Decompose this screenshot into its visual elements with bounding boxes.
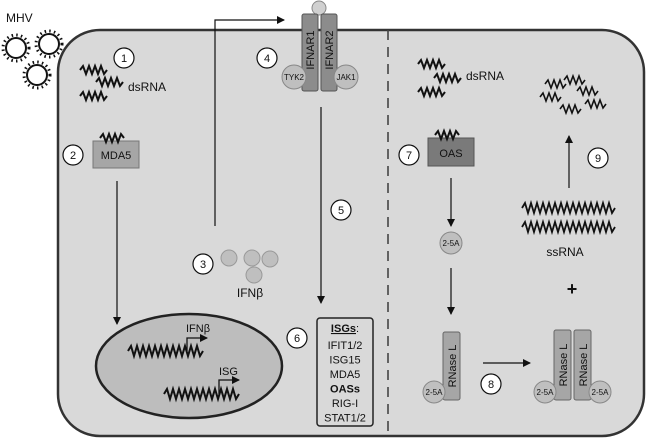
oas-box xyxy=(427,137,475,167)
virus-label: MHV xyxy=(6,11,33,25)
step-marker-2: 2 xyxy=(62,144,84,166)
isg-item: OASs xyxy=(330,384,360,396)
virus-particle xyxy=(22,60,52,90)
jak1-kinase xyxy=(333,64,359,90)
svg-text:1: 1 xyxy=(121,53,127,65)
ifnar1-chain xyxy=(301,13,319,92)
virus-particle xyxy=(1,33,31,63)
ifnar2-chain xyxy=(320,13,338,92)
svg-text:9: 9 xyxy=(595,153,601,165)
oas-bound-rna xyxy=(434,128,460,142)
mda5-bound-rna xyxy=(99,131,125,145)
mda5-box xyxy=(92,140,140,169)
virus-particle xyxy=(34,29,64,59)
gene-ifnb: IFNβ xyxy=(127,323,210,360)
jak1-label: JAK1 xyxy=(336,73,356,82)
svg-text:8: 8 xyxy=(488,379,494,391)
ifnb-molecules xyxy=(220,249,279,284)
ssrna xyxy=(521,199,616,236)
rnasel-dimer-25a-1: 2-5A xyxy=(537,388,555,397)
ifnb-label: IFNβ xyxy=(237,286,263,300)
dsrna-label-left: dsRNA xyxy=(128,80,166,94)
mediator-25a xyxy=(439,231,463,255)
step-marker-1: 1 xyxy=(113,47,135,69)
dsrna-left xyxy=(79,63,124,103)
gene-isg: ISG xyxy=(163,366,240,403)
rnasel-monomer-label: RNase L xyxy=(447,345,459,388)
step-marker-9: 9 xyxy=(587,147,609,169)
ifnb-bound-ligand xyxy=(311,0,327,16)
isg-item: STAT1/2 xyxy=(324,413,366,425)
oas-label: OAS xyxy=(439,148,462,160)
ifnar-receptor: IFNAR1 IFNAR2 TYK2 JAK1 xyxy=(281,0,359,92)
rna-fragments xyxy=(539,73,607,116)
svg-text:6: 6 xyxy=(294,333,300,345)
svg-text:3: 3 xyxy=(200,259,206,271)
svg-text:7: 7 xyxy=(406,150,412,162)
mda5-label: MDA5 xyxy=(101,150,132,162)
ifnar1-label: IFNAR1 xyxy=(305,30,317,69)
isg-item: IFIT1/2 xyxy=(328,340,363,352)
tyk2-label: TYK2 xyxy=(284,73,305,82)
rnasel-monomer: RNase L 2-5A xyxy=(422,331,461,404)
step-markers: 1 2 3 4 5 6 7 8 9 xyxy=(62,47,609,395)
rnasel-monomer-25a: 2-5A xyxy=(426,388,444,397)
dsrna-right xyxy=(417,57,462,99)
step-marker-4: 4 xyxy=(256,47,278,69)
step-marker-5: 5 xyxy=(330,199,352,221)
virus-particles xyxy=(1,29,64,90)
rnasel-dimer: RNase L RNase L 2-5A 2-5A xyxy=(533,329,612,404)
isg-item: RIG-I xyxy=(332,398,358,410)
step-marker-6: 6 xyxy=(286,327,308,349)
gene-ifnb-label: IFNβ xyxy=(186,323,210,335)
rnasel-dimer-label-1: RNase L xyxy=(558,344,570,387)
dsrna-label-right: dsRNA xyxy=(466,69,504,83)
tyk2-kinase xyxy=(281,64,307,90)
step-marker-7: 7 xyxy=(398,144,420,166)
isg-item: ISG15 xyxy=(329,355,360,367)
rnasel-dimer-25a-2: 2-5A xyxy=(592,388,610,397)
plus-sign: + xyxy=(567,279,578,299)
isg-item: MDA5 xyxy=(330,369,361,381)
step-marker-8: 8 xyxy=(480,373,502,395)
step-marker-3: 3 xyxy=(192,253,214,275)
mediator-25a-label: 2-5A xyxy=(443,239,461,248)
isg-box-title: ISGs: xyxy=(331,323,359,335)
arrow-ifnb-secretion xyxy=(214,16,285,226)
nucleus xyxy=(94,312,284,420)
svg-text:2: 2 xyxy=(70,150,76,162)
ssrna-label: ssRNA xyxy=(546,245,583,259)
svg-text:5: 5 xyxy=(338,205,344,217)
gene-isg-label: ISG xyxy=(219,366,238,378)
svg-text:4: 4 xyxy=(264,53,270,65)
ifnar2-label: IFNAR2 xyxy=(324,30,336,69)
rnasel-dimer-label-2: RNase L xyxy=(578,344,590,387)
